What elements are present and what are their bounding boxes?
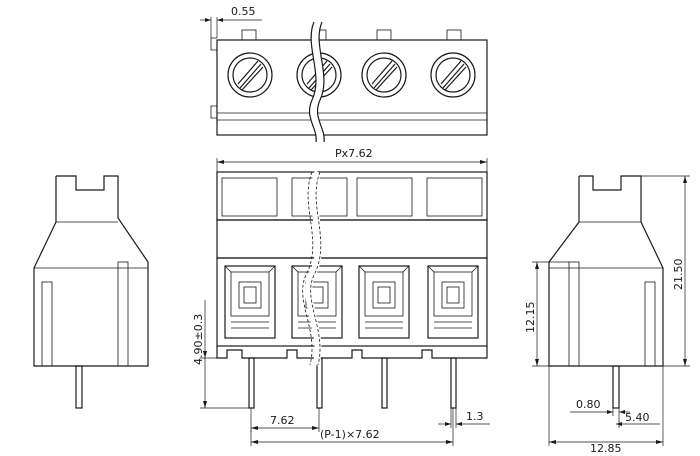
screw-1 xyxy=(227,52,273,98)
body-height-label: 12.15 xyxy=(524,302,537,334)
total-height-label: 21.50 xyxy=(672,259,685,291)
screw-4 xyxy=(430,52,476,98)
screw-3 xyxy=(361,52,407,98)
pin-offset-dimension: 5.40 xyxy=(548,366,660,446)
total-depth-dimension: 12.85 xyxy=(549,366,664,455)
pin-span-dimension: (P-1)×7.62 xyxy=(250,408,454,446)
top-view: 0.55 xyxy=(200,5,488,143)
pins xyxy=(248,357,457,409)
slot-gap-label: 0.55 xyxy=(231,5,256,18)
wire-entry-1 xyxy=(224,265,276,339)
total-height-dimension: 21.50 xyxy=(641,175,690,367)
body-height-dimension: 12.15 xyxy=(524,261,569,367)
pin-span-label: (P-1)×7.62 xyxy=(320,428,380,441)
pin-pitch-label: 7.62 xyxy=(270,414,295,427)
overall-length-label: Px7.62 xyxy=(335,147,373,160)
right-side-view xyxy=(548,175,664,409)
pin-length-label: 4.90±0.3 xyxy=(192,314,205,365)
front-view xyxy=(216,170,488,409)
overall-length-dimension: Px7.62 xyxy=(216,147,488,172)
pin-width-label: 1.3 xyxy=(466,410,484,423)
total-depth-label: 12.85 xyxy=(590,442,622,455)
pin-length-dimension: 4.90±0.3 xyxy=(192,300,249,409)
pin-thickness-label: 0.80 xyxy=(576,398,601,411)
pin-width-dimension: 1.3 xyxy=(438,408,490,428)
pin-offset-label: 5.40 xyxy=(625,411,650,424)
left-side-view xyxy=(33,175,149,409)
pin-pitch-dimension: 7.62 xyxy=(250,408,320,432)
wire-entry-3 xyxy=(358,265,410,339)
wire-entry-4 xyxy=(427,265,479,339)
